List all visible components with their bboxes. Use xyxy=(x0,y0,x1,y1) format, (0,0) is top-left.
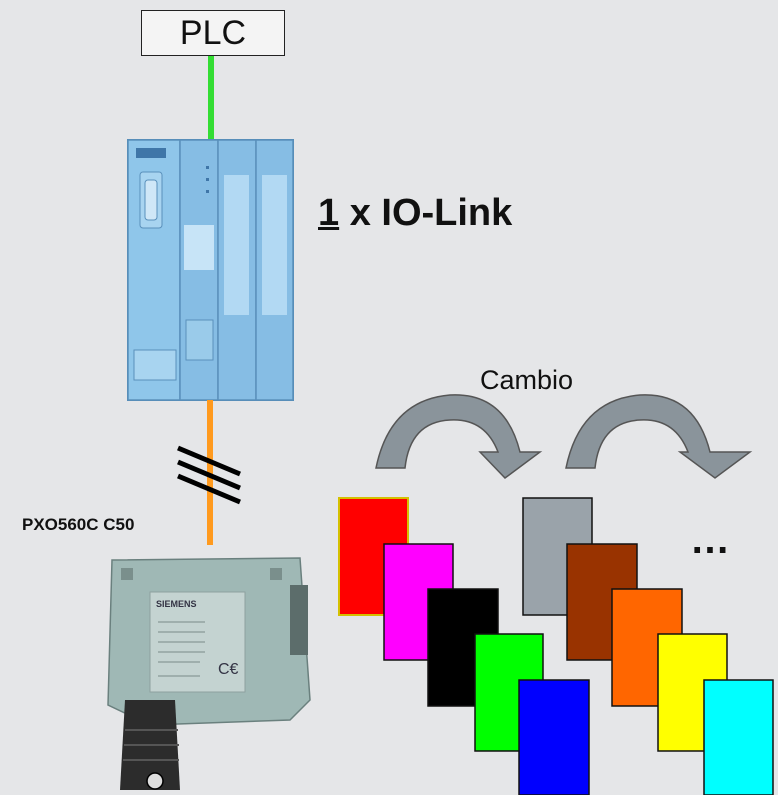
color-card xyxy=(518,679,590,795)
iolink-label: 1 x IO-Link xyxy=(318,192,512,235)
change-arrow-2 xyxy=(565,394,753,479)
sensor-model-label: PXO560C C50 xyxy=(22,515,135,534)
svg-text:C€: C€ xyxy=(218,661,239,678)
sensor-brand: SIEMENS xyxy=(156,599,197,609)
color-card-group-2 xyxy=(522,497,774,795)
sensor-device: SIEMENS C€ xyxy=(107,557,311,790)
change-label: Cambio xyxy=(480,365,574,395)
iolink-suffix: x IO-Link xyxy=(339,192,513,234)
plc-label: PLC xyxy=(179,13,247,52)
color-card xyxy=(703,679,774,795)
plc-box: PLC xyxy=(141,10,285,56)
io-module xyxy=(127,139,294,401)
color-card-group-1 xyxy=(338,497,590,795)
more-colors-ellipsis: … xyxy=(690,518,731,562)
iolink-count: 1 xyxy=(318,192,340,234)
cable-marker xyxy=(177,445,241,505)
change-arrow-1 xyxy=(375,394,543,479)
